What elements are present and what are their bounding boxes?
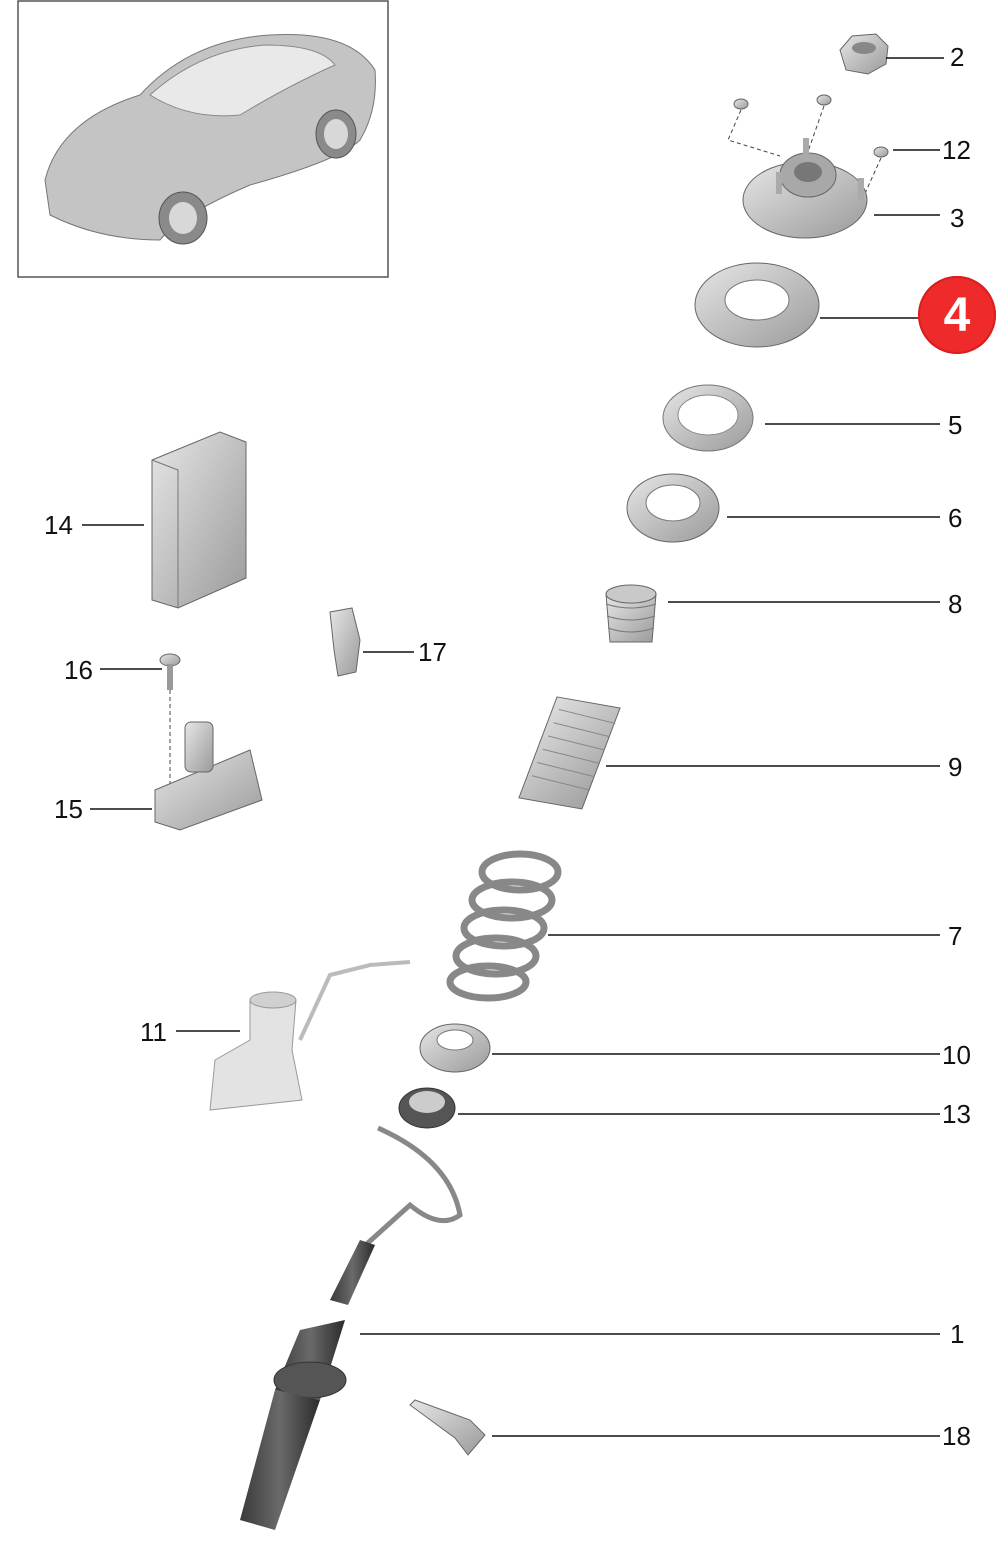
part-8-bump-stop [605, 584, 657, 643]
part-3-strut-mount [742, 138, 868, 239]
callout-1: 1 [950, 1319, 965, 1349]
leader-lines [82, 57, 944, 1437]
callout-9: 9 [948, 752, 963, 782]
part-16-bolt [159, 653, 181, 785]
vehicle-thumbnail [17, 0, 389, 278]
callout-16: 16 [64, 655, 93, 685]
callout-4-highlighted[interactable]: 4 [918, 276, 996, 354]
part-7-coil-spring [446, 850, 562, 1002]
callout-7: 7 [948, 921, 963, 951]
part-9-dust-boot [518, 696, 621, 810]
part-5-washer [662, 384, 754, 452]
callout-14: 14 [44, 510, 73, 540]
callout-18: 18 [942, 1421, 971, 1451]
callout-15: 15 [54, 794, 83, 824]
callout-11: 11 [140, 1017, 167, 1047]
part-18-clip [409, 1399, 486, 1456]
part-10-spring-seat [419, 1023, 491, 1073]
part-14-control-unit [151, 431, 247, 609]
callout-5: 5 [948, 410, 963, 440]
callout-17: 17 [418, 637, 447, 667]
part-11-air-sleeve [209, 960, 411, 1111]
part-12-nuts [727, 94, 889, 201]
callout-6: 6 [948, 503, 963, 533]
part-13-ring [398, 1087, 456, 1129]
part-1-shock-absorber [240, 1125, 463, 1530]
part-15-sensor [154, 721, 263, 831]
callout-12: 12 [942, 135, 971, 165]
callout-10: 10 [942, 1040, 971, 1070]
callout-2: 2 [950, 42, 965, 72]
callout-8: 8 [948, 589, 963, 619]
part-4-strut-bearing [694, 262, 820, 348]
part-17-bracket [329, 607, 361, 677]
part-2-nut [839, 33, 889, 75]
callout-13: 13 [942, 1099, 971, 1129]
callout-3: 3 [950, 203, 965, 233]
part-6-spring-pad [626, 473, 720, 543]
